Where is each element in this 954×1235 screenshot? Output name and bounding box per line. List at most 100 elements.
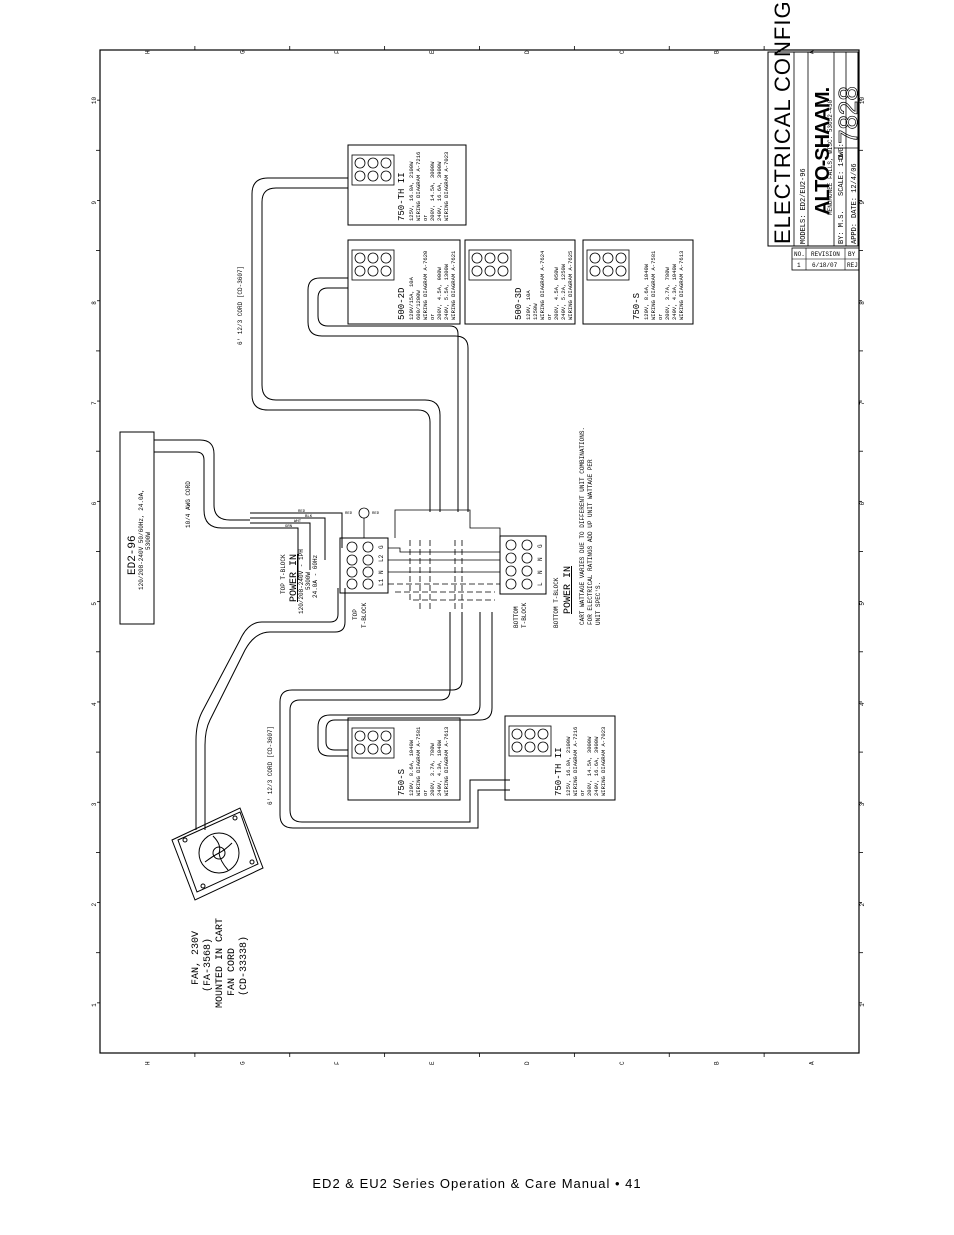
fan-label-line2: (FA-3568) [202,938,214,992]
unit-spec-line: WIRING DIAGRAM A-7216 [415,152,422,221]
border-number-right-5: 5 [859,602,866,606]
receptacle-outline [351,154,395,186]
wire-color-labels: RED BLK WHT GRN [285,510,313,529]
border-letter-top-c: C [619,50,626,54]
border-letter-top-b: B [714,50,721,54]
title-block-appd: APPD: [851,223,859,244]
unit-spec-line: 600/1200W [415,290,422,320]
unit-spec-line: WIRING DIAGRAM A-7624 [539,250,546,320]
power-box-line1: 120/208-240V 50/60Hz, 24.0A, [138,489,145,590]
top-tblock-term-l1: L1 [378,578,385,586]
border-letter-top-h: H [144,50,151,54]
unit-spec-line: or [546,313,553,320]
unit-spec-line: 1250W [532,303,539,320]
receptacle-pin [354,730,366,742]
unit-spec-line: 240V, 16.6A, 3900W [436,161,443,221]
receptacle-pin [537,728,549,740]
receptacle-pin [524,741,536,753]
fan-label-line5: (CD-33338) [238,936,250,996]
receptacle-pin [380,252,392,264]
rev-row-date: 6/18/07 [812,262,838,269]
bottom-tblock-term-g: G [537,544,544,548]
border-letter-bottom-b: B [714,1061,721,1065]
top-tblock-term-l2: L2 [378,554,385,562]
top-tblock-spec1: 120/208-240V - 1PH [298,549,305,614]
bottom-tblock-caption-1: BOTTOM [513,606,520,628]
receptacle-pin [354,252,366,264]
unit-spec-line: 208V, 3.7A, 780W [664,266,671,320]
unit-spec-line: 120V, 8.6A, 1040W [643,263,650,320]
unit-name: 750-TH II [397,172,407,221]
border-number-left-2: 2 [91,903,98,907]
unit-spec-line: 120V, 8.6A, 1040W [408,739,415,796]
revision-block: NO. REVISION BY 1 6/18/07 REJ [791,247,860,271]
border-number-right-9: 9 [859,200,866,204]
wattage-note: CART WATTAGE VARIES DUE TO DIFFERENT UNI… [579,427,602,625]
rev-row-by: REJ [847,262,858,269]
border-number-right-7: 7 [859,401,866,405]
unit-spec-line: 240V, 5.5A, 1300W [443,263,450,320]
bottom-tblock-label: BOTTOM T-BLOCK [553,577,560,628]
unit-name: 500-2D [397,288,407,320]
unit-spec-line: WIRING DIAGRAM A-7613 [443,727,450,796]
unit-spec-line: or [422,214,429,221]
border-number-left-1: 1 [91,1003,98,1007]
note-line3: UNIT SPEC'S. [595,582,602,625]
receptacle-pin [367,743,379,755]
border-letter-bottom-h: H [144,1061,151,1065]
unit-spec-line: or [429,313,436,320]
top-terminal-block: L1 N L2 G [339,537,389,594]
fan-label: FAN, 230V (FA-3568) MOUNTED IN CART FAN … [191,918,250,1008]
fan-cord [195,588,346,830]
border-letter-bottom-f: F [334,1061,341,1065]
receptacle-pin [367,170,379,182]
border-number-left-5: 5 [91,602,98,606]
receptacle-pin [354,157,366,169]
note-line2: FOR ELECTRICAL RATINGS ADD UP UNIT WATTA… [587,459,594,625]
wire-red-label: RED [298,510,306,514]
power-box-title: ED2-96 [127,535,139,575]
unit-name: 500-3D [514,288,524,320]
border-number-right-4: 4 [859,702,866,706]
unit-spec-line: 240V, 4.3A, 1040W [671,263,678,320]
top-tblock-term-g: G [378,545,385,549]
lower-cords [279,612,510,829]
receptacle-pin [471,252,483,264]
receptacle-pin [367,252,379,264]
unit-name: 750-S [397,769,407,796]
receptacle-pin [484,252,496,264]
bottom-terminal-block: L N N G [499,535,547,595]
bottom-tblock-term-n1: N [537,570,544,574]
border-letter-top-d: D [524,50,531,54]
rev-header-by: BY [848,251,856,258]
unit-spec-line: or [579,789,586,796]
power-supply-box: ED2-96 120/208-240V 50/60Hz, 24.0A, 5300… [119,431,155,625]
title-block-scale: SCALE: 1=1 [838,154,846,196]
wire-wht-label: WHT [294,520,302,524]
title-block-address: MENOMONEE FALLS, WISC. 53052-450 [827,99,834,215]
bottom-tblock-power-in: POWER IN [563,566,574,614]
receptacle-pin [602,252,614,264]
receptacle-pin [615,252,627,264]
drawing-number: 7828 [833,86,863,144]
unit-spec-line: 125V, 16.8A, 2100W [408,161,415,221]
top-tblock-caption-2: T-BLOCK [361,602,368,628]
unit-spec-line: 125V, 16.8A, 2100W [565,736,572,796]
border-number-left-10: 10 [91,97,98,105]
power-box-line2: 5300W [145,532,152,550]
receptacle-pin [589,252,601,264]
receptacle-pin [484,265,496,277]
unit-spec-line: WIRING DIAGRAM A-7621 [450,250,457,320]
receptacle-pin [497,252,509,264]
fan-label-line1: FAN, 230V [191,931,202,985]
border-number-left-8: 8 [91,301,98,305]
receptacle-pin [367,265,379,277]
unit-spec-line: WIRING DIAGRAM A-7625 [567,251,574,320]
unit-spec-line: or [657,313,664,320]
receptacle-pin [537,741,549,753]
unit-spec-line: 240V, 5.2A, 1250W [560,263,567,320]
receptacle-outline [508,725,552,757]
border-letter-bottom-e: E [429,1061,436,1065]
